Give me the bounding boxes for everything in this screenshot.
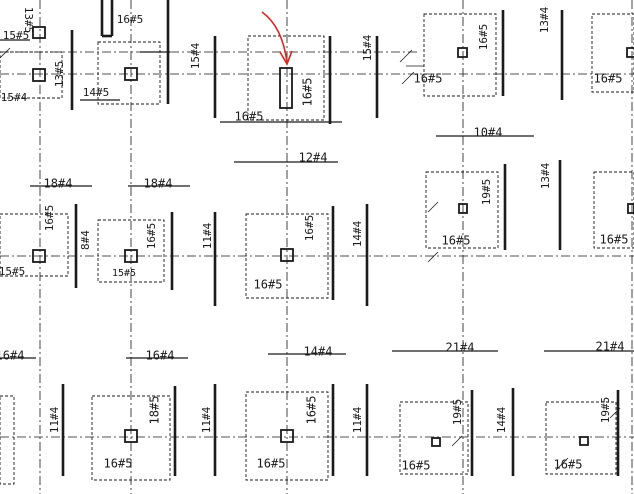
- rebar-callout-label: 11#4: [351, 406, 364, 433]
- rebar-callout-label: 13#5: [53, 61, 66, 88]
- rebar-callout-label: 10#4: [474, 126, 503, 140]
- rebar-callout-label: 18#5: [148, 396, 162, 425]
- rebar-callout-label: 16#5: [442, 234, 471, 248]
- rebar-callout-label: 15#4: [361, 34, 374, 61]
- rebar-callout-label: 16#4: [0, 349, 24, 363]
- rebar-callout-label: 18#4: [44, 177, 73, 191]
- footing-outlines: [0, 13, 634, 485]
- rebar-callout-label: 13#4: [538, 6, 551, 33]
- rebar-callout-label: 14#4: [495, 406, 508, 433]
- rebar-callout-label: 16#5: [477, 24, 490, 51]
- rebar-callout-label: 16#5: [414, 72, 443, 86]
- rebar-callout-label: 18#4: [144, 177, 173, 191]
- rebar-callout-label: 14#4: [304, 345, 333, 359]
- rebar-callout-label: 16#5: [305, 396, 319, 425]
- rebar-callout-label: 16#5: [235, 110, 264, 124]
- rebar-callout-label: 11#4: [48, 406, 61, 433]
- rebar-callout-label: 15#4: [189, 42, 202, 69]
- rebar-callout-label: 19#5: [451, 399, 464, 426]
- rebar-callout-label: 15#5: [112, 268, 136, 279]
- rebar-callout-label: 15#5: [3, 29, 30, 42]
- rebar-callout-label: 16#5: [301, 78, 315, 107]
- rebar-callout-label: 16#5: [104, 457, 133, 471]
- rebar-callout-label: 16#5: [43, 205, 56, 232]
- rebar-callout-label: 15#5: [0, 265, 25, 278]
- rebar-callout-label: 16#5: [402, 459, 431, 473]
- rebar-callout-label: 16#5: [117, 13, 144, 26]
- rebar-callout-label: 16#5: [554, 458, 583, 472]
- rebar-callout-label: 21#4: [446, 341, 475, 355]
- rebar-callout-label: 13#5: [22, 7, 35, 34]
- rebar-callout-label: 16#5: [303, 215, 316, 242]
- rebar-callout-label: 16#4: [146, 349, 175, 363]
- rebar-callout-label: 13#4: [539, 162, 552, 189]
- red-markup-arrow: [261, 11, 293, 66]
- rebar-callout-label: 16#5: [254, 278, 283, 292]
- rebar-callout-label: 14#4: [351, 220, 364, 247]
- column-blocks: [32, 26, 634, 447]
- wall-lines: [61, 0, 620, 476]
- rebar-callout-label: 11#4: [201, 222, 214, 249]
- rebar-callout-label: 12#4: [299, 151, 328, 165]
- rebar-callout-label: 16#5: [600, 233, 629, 247]
- rebar-callout-label: 8#4: [79, 230, 92, 250]
- rebar-callout-label: 14#5: [83, 86, 110, 99]
- leader-marks: [0, 47, 621, 471]
- rebar-callout-label: 16#5: [145, 223, 158, 250]
- beam-bars: [0, 39, 634, 359]
- rebar-callout-label: 21#4: [596, 340, 625, 354]
- rebar-callout-label: 19#5: [480, 179, 493, 206]
- rebar-callout-label: 15#4: [1, 91, 28, 104]
- rebar-callout-label: 11#4: [200, 406, 213, 433]
- rebar-callout-label: 19#5: [599, 397, 612, 424]
- rebar-callout-label: 16#5: [594, 72, 623, 86]
- rebar-callout-label: 16#5: [257, 457, 286, 471]
